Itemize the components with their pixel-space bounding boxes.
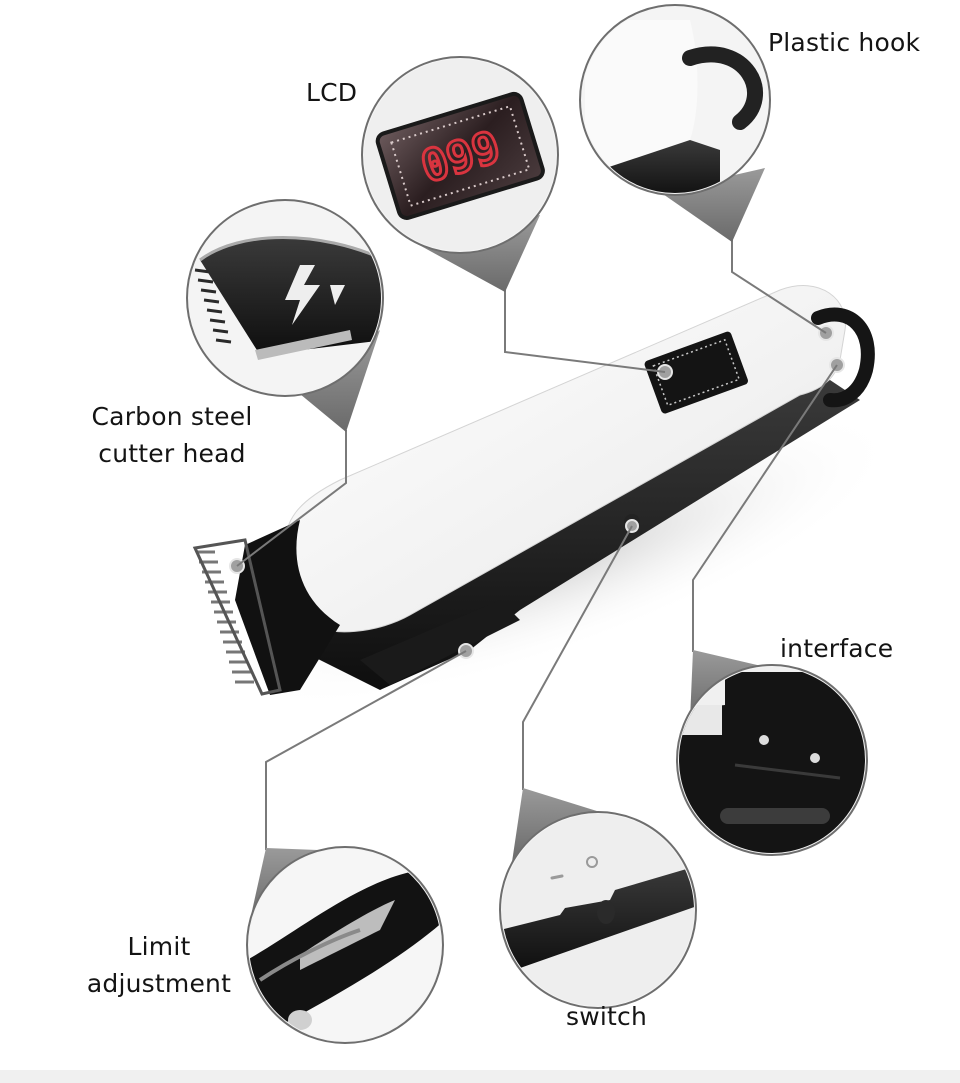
label-limit-adjustment-line-1: Limit [127, 932, 191, 961]
callout-cutter-head [186, 199, 384, 432]
bottom-band [0, 1070, 960, 1083]
label-cutter-head-line-2: cutter head [98, 439, 246, 468]
leader-limit-adjustment [265, 650, 467, 850]
callout-switch [499, 788, 697, 1009]
callout-lcd: 099 [361, 56, 559, 292]
leader-switch [522, 525, 633, 790]
clipper-body [192, 285, 900, 710]
label-limit-adjustment-line-2: adjustment [86, 969, 232, 998]
callout-limit-adjustment [246, 846, 444, 1044]
leader-interface [692, 364, 838, 652]
body-lcd-window [644, 331, 748, 414]
label-cutter-head: Carbon steel cutter head [82, 398, 262, 472]
callout-interface [676, 650, 868, 856]
label-lcd: LCD [306, 78, 358, 107]
label-plastic-hook: Plastic hook [768, 28, 921, 57]
label-limit-adjustment: Limit adjustment [76, 928, 242, 1002]
leader-lines [236, 240, 838, 850]
leader-lcd [504, 290, 666, 373]
label-cutter-head-line-1: Carbon steel [91, 402, 253, 431]
leader-cutter-head [236, 430, 347, 567]
callout-plastic-hook [579, 4, 771, 242]
label-interface: interface [780, 634, 894, 663]
label-switch: switch [566, 1002, 648, 1031]
leader-plastic-hook [731, 240, 827, 334]
